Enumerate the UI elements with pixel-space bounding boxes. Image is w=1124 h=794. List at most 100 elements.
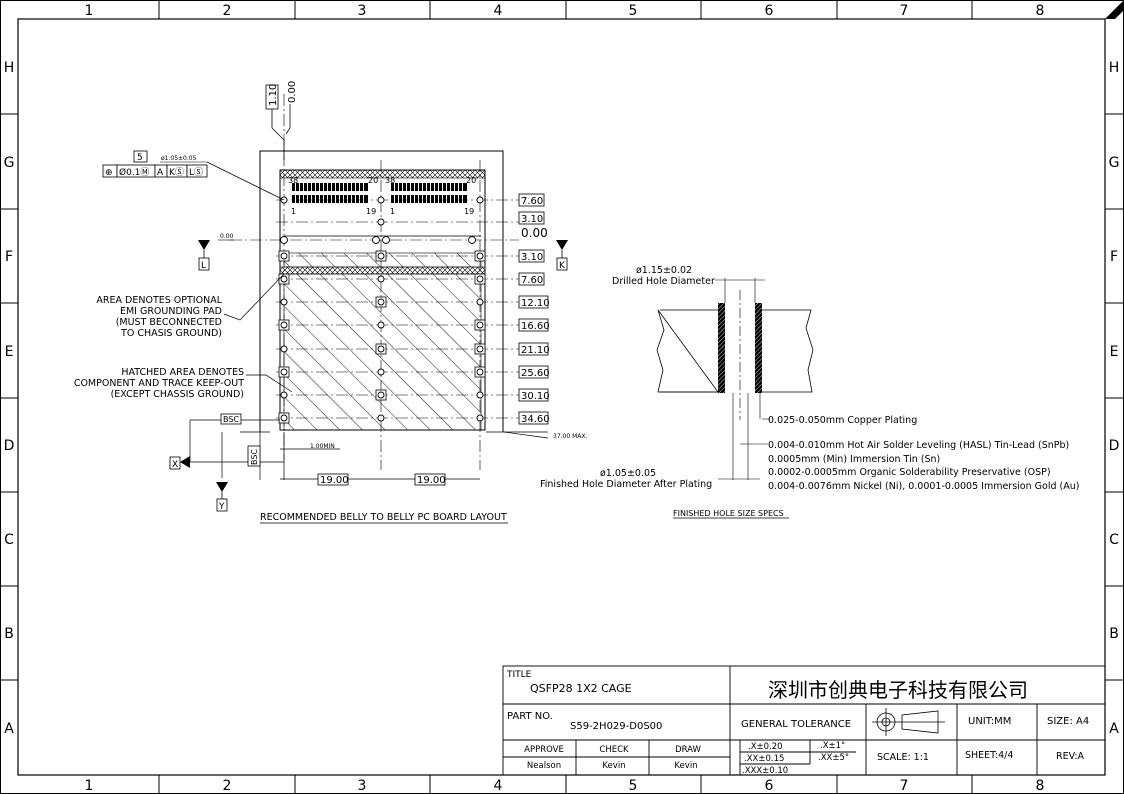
datum-triangle-icon	[216, 482, 228, 492]
row-label: E	[5, 344, 14, 360]
board-cross-section	[656, 309, 814, 393]
gdt-datum: A	[157, 168, 164, 178]
unit: UNIT:MM	[968, 716, 1011, 727]
col-label: 2	[223, 3, 232, 19]
approve-label: APPROVE	[524, 745, 564, 755]
hole-caption: FINISHED HOLE SIZE SPECS	[673, 509, 784, 518]
check-label: CHECK	[599, 745, 629, 755]
part-label: PART NO.	[507, 711, 553, 722]
right-dimensions: 7.60 3.10 0.00 3.10 7.60 12.10 16.60 21.…	[521, 196, 550, 425]
col-label: 7	[900, 778, 909, 794]
hole-labels: ø1.15±0.02 Drilled Hole Diameter 0.025-0…	[540, 265, 1079, 518]
gdt-number: 5	[137, 153, 143, 163]
row-label: A	[1109, 721, 1119, 737]
row-label: F	[5, 249, 13, 265]
hole-section: ø1.15±0.02 Drilled Hole Diameter 0.025-0…	[540, 265, 1079, 519]
dim-value: 1.10	[268, 84, 279, 106]
row-labels-left: H G F E D C B A	[4, 60, 15, 737]
col-label: 5	[629, 3, 638, 19]
note-line: HATCHED AREA DENOTES	[121, 367, 244, 378]
top-dimensions: 1.10 0.00	[268, 81, 298, 106]
datum-letter: Y	[218, 502, 225, 512]
row-label: C	[4, 532, 14, 548]
pin-label: 38	[385, 176, 395, 185]
tolerance-3: .XXX±0.10	[742, 766, 788, 776]
column-labels-bottom: 1 2 3 4 5 6 7 8	[85, 778, 1045, 794]
emi-strip-top	[279, 169, 486, 179]
dim-value: 16.60	[521, 321, 550, 332]
layout-caption: RECOMMENDED BELLY TO BELLY PC BOARD LAYO…	[260, 512, 507, 523]
column-labels-top: 1 2 3 4 5 6 7 8	[85, 3, 1045, 19]
row-label: D	[4, 438, 15, 454]
note-line: (EXCEPT CHASSIS GROUND)	[111, 389, 244, 400]
datum-triangle-icon	[180, 456, 190, 468]
col-label: 2	[223, 778, 232, 794]
dim-value: 7.60	[521, 275, 543, 286]
corner-arrow-icon	[1105, 0, 1124, 19]
col-label: 6	[765, 778, 774, 794]
drilled-dim: ø1.15±0.02	[636, 265, 692, 276]
pin-label: 1	[291, 207, 296, 216]
gdt-datum: LⓈ	[189, 167, 203, 178]
col-label: 3	[358, 3, 367, 19]
dim-value: 0.00	[287, 81, 298, 103]
col-label: 1	[85, 3, 94, 19]
spec-line: 0.004-0.010mm Hot Air Solder Leveling (H…	[768, 440, 1069, 451]
note-line: TO CHASIS GROUND)	[120, 328, 222, 339]
pin-label: 19	[464, 207, 474, 216]
dim-value: 30.10	[521, 391, 550, 402]
spec-line: 0.004-0.0076mm Nickel (Ni), 0.0001-0.000…	[768, 481, 1079, 492]
company-name: 深圳市创典电子科技有限公司	[768, 678, 1028, 702]
tolerance-2: .XX±0.15	[744, 754, 784, 764]
gdt-frame: 5 ø1.05±0.05 ⊕ Ø0.1Ⓜ A KⓈ LⓈ	[102, 150, 285, 201]
right-dimension-boxes	[518, 193, 549, 425]
sheet-size: SIZE: A4	[1047, 716, 1089, 727]
note-line: AREA DENOTES OPTIONAL	[96, 295, 222, 306]
pcb-layout: 38 20 38 20 1 19 1 19	[74, 81, 587, 524]
col-label: 1	[85, 778, 94, 794]
col-label: 3	[358, 778, 367, 794]
gdt-datum: KⓈ	[169, 167, 184, 178]
emi-strip-mid	[279, 266, 486, 275]
pad-row-lower	[292, 195, 467, 203]
spec-line: 0.0002-0.0005mm Organic Solderability Pr…	[768, 467, 1051, 478]
dim-value: 25.60	[521, 368, 550, 379]
row-label: G	[1109, 155, 1120, 171]
draw-label: DRAW	[675, 745, 701, 755]
datum-k: K	[556, 240, 568, 271]
dim-value: 12.10	[521, 298, 550, 309]
row-label: F	[1110, 249, 1118, 265]
row-label: D	[1109, 438, 1120, 454]
dim-value: 1.00MIN	[310, 443, 335, 450]
note-line: COMPONENT AND TRACE KEEP-OUT	[74, 378, 244, 389]
scale: SCALE: 1:1	[877, 752, 929, 763]
revision: REV:A	[1056, 751, 1085, 762]
sheet-number: SHEET:4/4	[965, 750, 1013, 761]
drilled-label: Drilled Hole Diameter	[612, 276, 715, 287]
datum-l: 0.00 L	[198, 233, 234, 271]
dim-value: 3.10	[521, 252, 543, 263]
row-labels-right: H G F E D C B A	[1109, 60, 1120, 737]
row-label: B	[1109, 626, 1119, 642]
tolerance-1: .X±0.20	[748, 742, 783, 752]
row-label: A	[4, 721, 14, 737]
gdt-tolerance: Ø0.1Ⓜ	[119, 167, 149, 178]
pin-label: 20	[368, 176, 378, 185]
dim-value: 19.00	[320, 475, 349, 486]
col-label: 8	[1036, 3, 1045, 19]
pad-row-upper	[292, 183, 467, 191]
col-label: 7	[900, 3, 909, 19]
drawing-title: QSFP28 1X2 CAGE	[530, 682, 632, 695]
datum-triangle-icon	[198, 240, 210, 250]
pin-numbers: 38 20 38 20 1 19 1 19	[288, 176, 476, 216]
position-icon: ⊕	[105, 168, 113, 178]
dim-value: BSC	[223, 415, 239, 424]
drafter-name: Kevin	[674, 761, 697, 771]
copper-plating: 0.025-0.050mm Copper Plating	[768, 415, 917, 426]
note-line: EMI GROUNDING PAD	[120, 306, 222, 317]
dim-value: BSC	[250, 449, 259, 465]
dim-value: 0.00	[220, 233, 234, 240]
pad-gaps	[295, 183, 463, 203]
note-line: (MUST BECONNECTED	[116, 317, 222, 328]
